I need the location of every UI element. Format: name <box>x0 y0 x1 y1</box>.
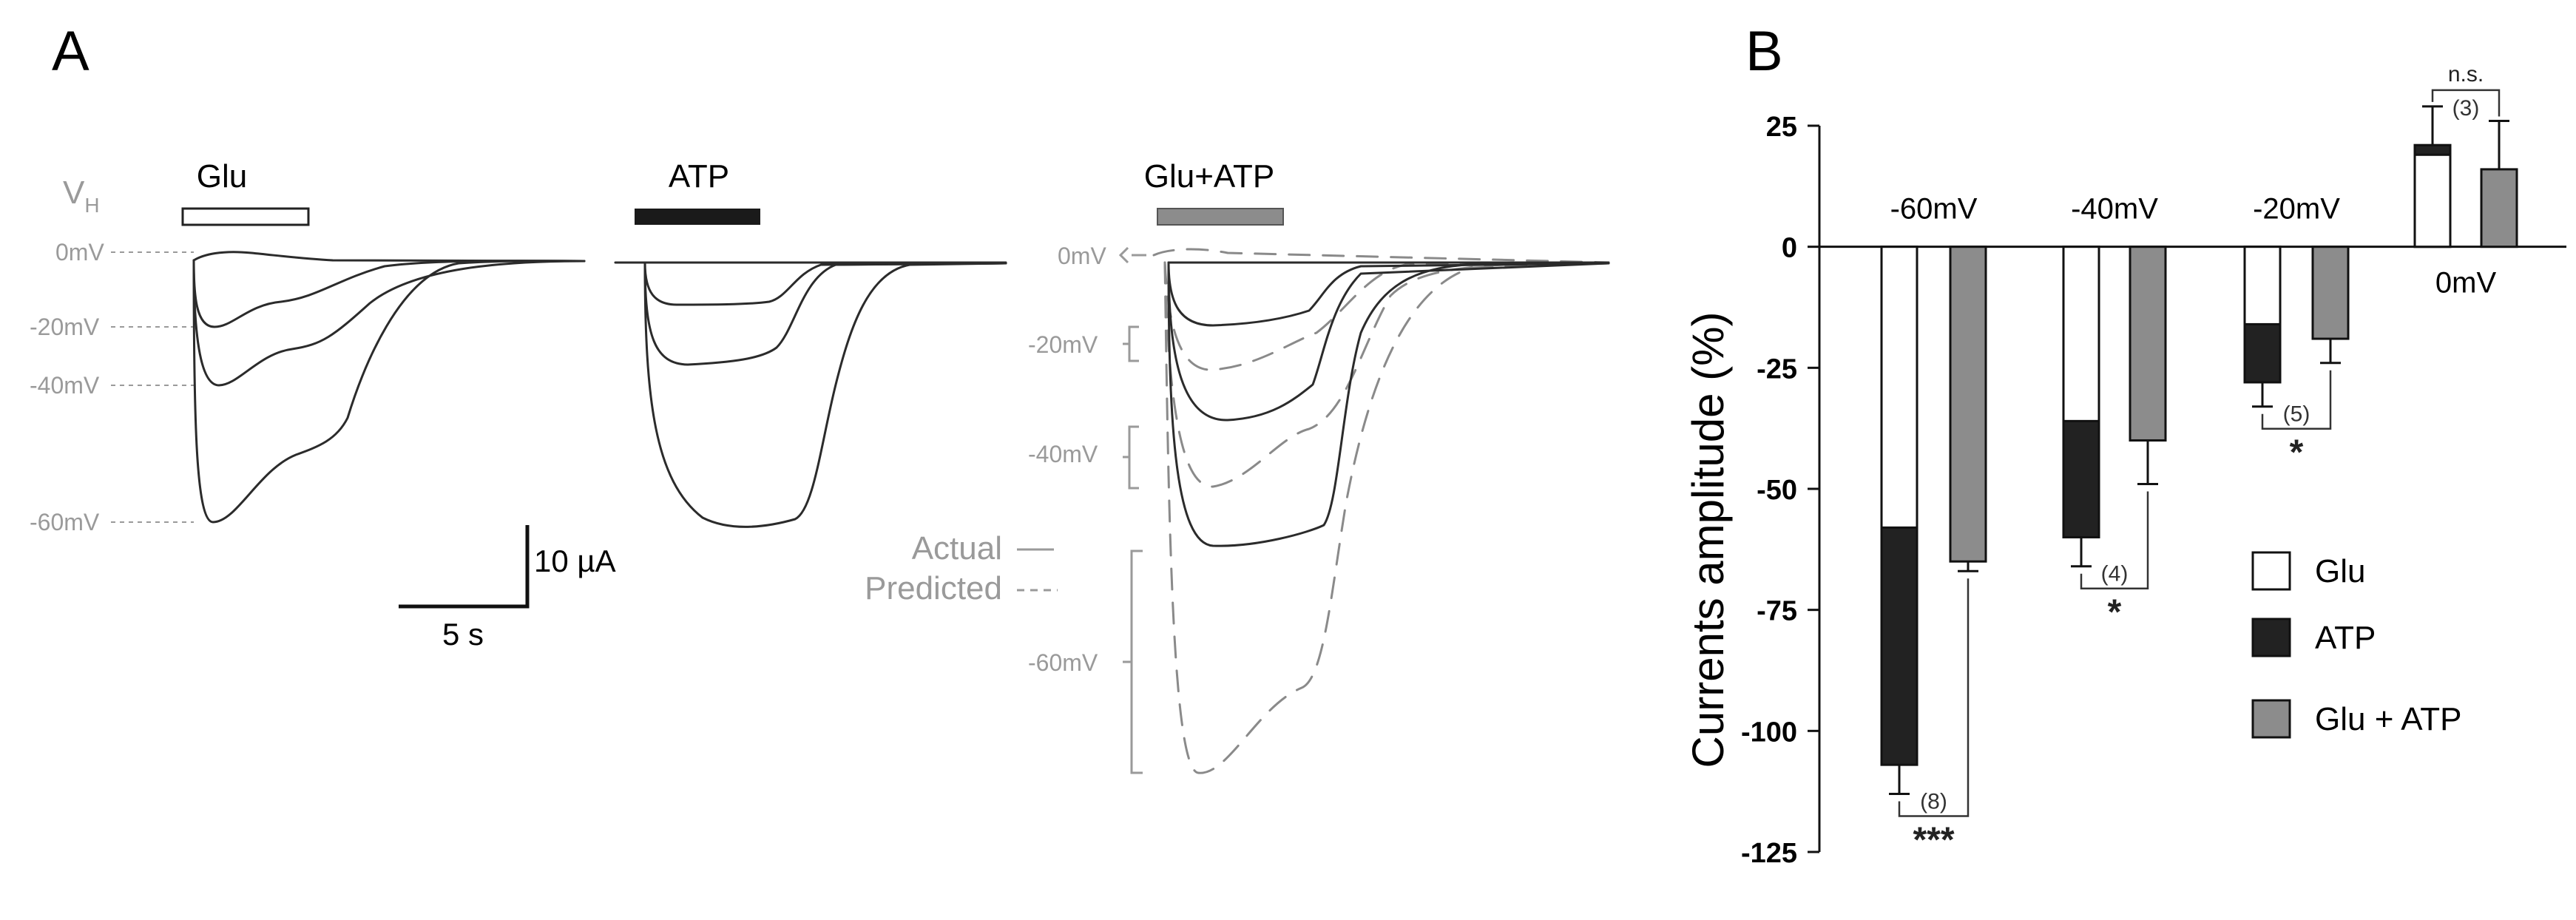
voltage-leaders <box>111 251 194 523</box>
legend-swatch-atp <box>2251 618 2291 657</box>
bar-glu-atp <box>2129 246 2167 442</box>
legend-predicted-label: Predicted <box>865 570 1002 606</box>
bar-glu <box>2243 246 2282 325</box>
significance-bracket <box>2080 491 2149 589</box>
bars <box>1880 105 2518 795</box>
scale-time-label: 5 s <box>442 617 484 652</box>
legend-actual-label: Actual <box>912 530 1002 566</box>
bar-glu <box>1880 246 1919 529</box>
bar-glu <box>2062 246 2100 422</box>
trace-glu-40mV <box>192 259 586 387</box>
significance-label: *** <box>1913 820 1954 859</box>
voltage-right-60: -60mV <box>1028 649 1098 676</box>
scale-current-label: 10 µA <box>534 544 616 578</box>
voltage-left-60: -60mV <box>30 509 100 535</box>
significance-label: * <box>2108 593 2122 632</box>
traces-atp <box>614 261 1007 528</box>
trace-atp-60mV <box>643 261 1007 528</box>
traces-glu-atp-actual <box>1167 261 1610 547</box>
voltage-brackets <box>1118 246 1146 774</box>
trace-predicted-40mV <box>1163 261 1610 488</box>
group-label: -60mV <box>1890 193 1978 226</box>
y-tick-label: 0 <box>1782 233 1797 264</box>
bar-legend: Glu ATP Glu + ATP <box>2251 551 2462 739</box>
label-glu: Glu <box>197 158 247 195</box>
group-label: -20mV <box>2253 193 2340 226</box>
y-axis-title: Currents amplitude (%) <box>1683 312 1733 768</box>
voltage-right-40: -40mV <box>1028 441 1098 467</box>
voltage-right-20: -20mV <box>1028 331 1098 358</box>
trace-predicted-0mV <box>1152 248 1610 264</box>
bar-glu-atp <box>2311 246 2350 340</box>
scale-bar: 10 µA 5 s <box>399 525 616 652</box>
legend-label-glu-atp: Glu + ATP <box>2315 701 2462 737</box>
legend-label-glu: Glu <box>2315 553 2365 589</box>
n-label: (3) <box>2452 96 2480 121</box>
trace-atp-40mV <box>643 261 1007 366</box>
trace-predicted-60mV <box>1163 261 1610 774</box>
trace-legend: Actual Predicted <box>865 530 1058 606</box>
y-tick-label: -75 <box>1757 596 1797 627</box>
panel-b: B Currents amplitude (%) 25 0 -25 -50 -75 -10… <box>1683 20 2566 869</box>
n-label: (8) <box>1920 789 1947 814</box>
significance-bracket <box>2431 89 2501 117</box>
application-bar-glu <box>181 207 310 226</box>
trace-actual-20mV <box>1167 261 1610 327</box>
bar-glu <box>2413 153 2452 248</box>
voltage-left-20: -20mV <box>30 314 100 340</box>
y-axis: 25 0 -25 -50 -75 -100 -125 <box>1741 112 2566 869</box>
trace-predicted-20mV <box>1163 261 1610 371</box>
significance-label: n.s. <box>2448 62 2484 87</box>
y-tick-label: -125 <box>1741 838 1797 869</box>
significance-bracket <box>1898 578 1970 817</box>
legend-swatch-glu-atp <box>2251 699 2291 739</box>
y-tick-label: 25 <box>1766 112 1797 143</box>
y-tick-label: -25 <box>1757 354 1797 385</box>
significance-label: * <box>2290 433 2304 473</box>
voltage-right-0: 0mV <box>1058 243 1106 269</box>
trace-glu-20mV <box>192 259 586 328</box>
label-glu-atp: Glu+ATP <box>1144 158 1274 195</box>
y-tick-label: -50 <box>1757 475 1797 506</box>
voltage-left-0: 0mV <box>55 239 104 265</box>
trace-glu-0mV <box>192 251 586 263</box>
application-bar-glu-atp <box>1157 208 1284 226</box>
group-label: 0mV <box>2435 267 2497 300</box>
legend-label-atp: ATP <box>2315 620 2376 656</box>
annotations: -60mV (8) *** -40mV (4) * -20mV (5) * 0mV (3) n.s. <box>1890 62 2501 859</box>
trace-actual-40mV <box>1167 261 1610 422</box>
label-atp: ATP <box>669 158 729 195</box>
trace-atp-20mV <box>643 261 1007 306</box>
vh-label: VH <box>63 175 100 217</box>
traces-glu-atp-predicted <box>1152 248 1610 774</box>
n-label: (4) <box>2101 562 2129 586</box>
n-label: (5) <box>2283 402 2310 427</box>
group-label: -40mV <box>2071 193 2158 226</box>
voltage-left-40: -40mV <box>30 372 100 399</box>
bar-glu-atp <box>2480 168 2518 248</box>
panel-a: A VH Glu ATP Glu+ATP 0mV -20mV -40mV -60… <box>30 20 1610 774</box>
trace-actual-60mV <box>1167 261 1610 547</box>
application-bar-atp <box>635 209 760 225</box>
bar-glu-atp <box>1949 246 1987 563</box>
legend-swatch-glu <box>2251 551 2291 591</box>
panel-b-label: B <box>1745 20 1783 83</box>
y-tick-label: -100 <box>1741 717 1797 748</box>
trace-glu-60mV <box>192 259 586 524</box>
traces-glu <box>192 251 586 524</box>
significance-bracket <box>2261 370 2332 430</box>
panel-a-label: A <box>52 20 89 83</box>
